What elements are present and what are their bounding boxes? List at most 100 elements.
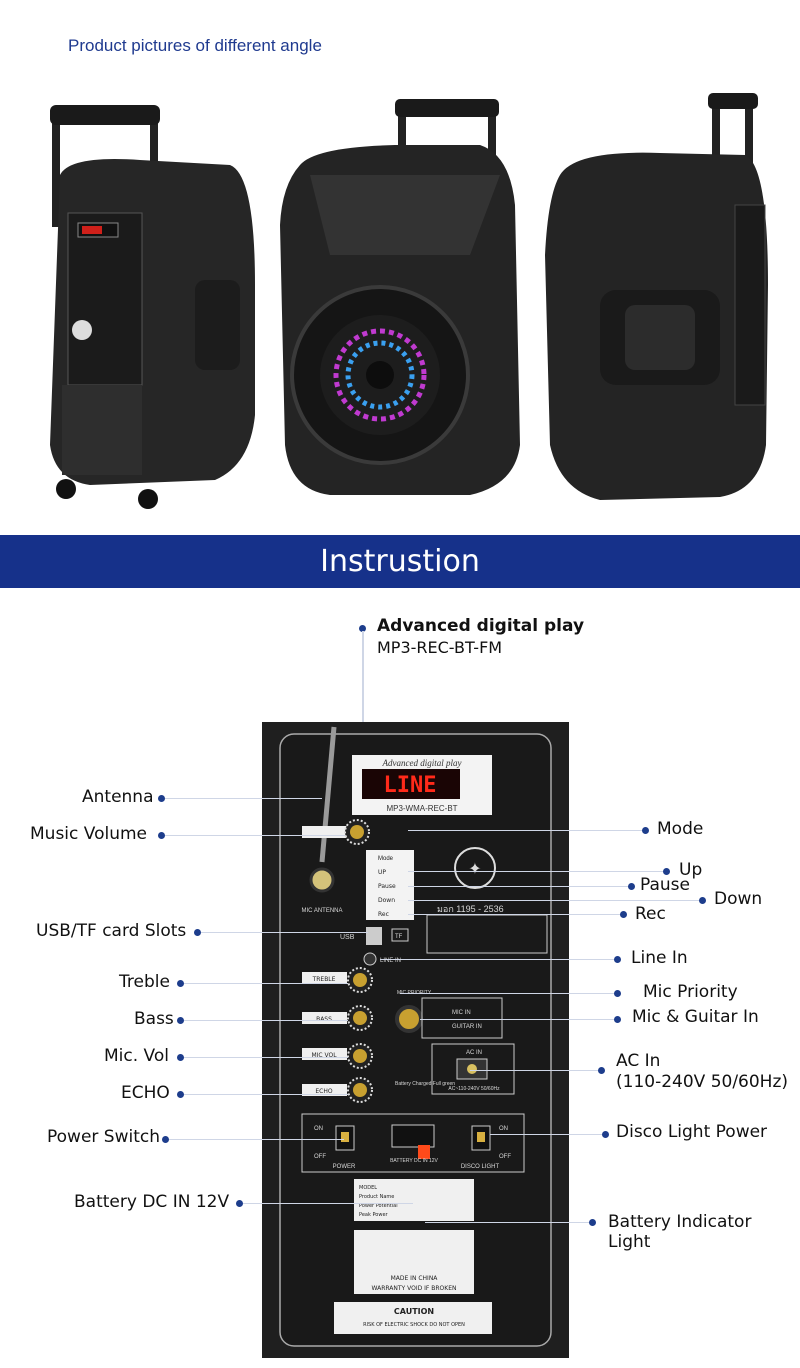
svg-text:GUITAR IN: GUITAR IN (452, 1024, 482, 1030)
mic-guitar-jack (395, 1005, 423, 1033)
mic-guitar-dot (614, 1016, 621, 1023)
usb-tf-dot (194, 929, 201, 936)
banner (0, 535, 800, 588)
svg-text:ON: ON (314, 1126, 323, 1132)
rec-label: Rec (635, 904, 666, 924)
svg-text:Product Name: Product Name (359, 1194, 394, 1200)
down-dot (699, 897, 706, 904)
echo-dot (177, 1091, 184, 1098)
svg-text:CAUTION: CAUTION (394, 1307, 434, 1316)
disco-light-dot (602, 1131, 609, 1138)
mp3-rec-bt-fm-label: MP3-REC-BT-FM (377, 638, 503, 657)
down-label: Down (714, 889, 763, 909)
mic-priority-label: Mic Priority (643, 982, 738, 1002)
mic-vol-label: Mic. Vol (104, 1046, 169, 1066)
svg-text:OFF: OFF (314, 1154, 326, 1160)
header-leader-line (362, 631, 364, 771)
mode-label: Mode (657, 819, 704, 839)
battery-dc-jack (391, 1124, 435, 1148)
speaker-side-view (545, 93, 768, 500)
header-dot (359, 625, 366, 632)
pause-label: Pause (640, 875, 690, 895)
svg-text:MODEL: MODEL (359, 1185, 377, 1191)
antenna-dot (158, 795, 165, 802)
banner-title: Instrustion (320, 544, 480, 579)
svg-text:MADE IN CHINA: MADE IN CHINA (391, 1275, 439, 1282)
music-volume-dot (158, 832, 165, 839)
svg-text:DISCO LIGHT: DISCO LIGHT (461, 1164, 500, 1170)
battery-indicator-light (418, 1145, 430, 1159)
line-in-dot (614, 956, 621, 963)
svg-text:UP: UP (378, 869, 386, 876)
antenna-rod (319, 726, 337, 863)
ac-in-dot (598, 1067, 605, 1074)
button-block (366, 850, 414, 920)
battery-indicator-label-2: Light (608, 1232, 651, 1252)
led-display-text: LINE (384, 773, 437, 798)
power-switch-label: Power Switch (47, 1127, 161, 1147)
svg-text:Pause: Pause (378, 883, 396, 890)
svg-text:Rec: Rec (378, 911, 389, 918)
speaker-front-view (280, 99, 520, 495)
control-panel: Advanced digital play LINE MP3-WMA-REC-B… (262, 722, 569, 1358)
speaker-back-view (50, 105, 255, 509)
disco-light-label: Disco Light Power (616, 1122, 768, 1142)
power-switch-dot (162, 1136, 169, 1143)
svg-text:USB: USB (340, 934, 355, 941)
cert-logo (454, 847, 496, 889)
svg-text:POWER: POWER (333, 1164, 356, 1170)
led-display (362, 769, 460, 799)
svg-text:BATTERY DC IN 12V: BATTERY DC IN 12V (390, 1158, 438, 1164)
usb-tf-label: USB/TF card Slots (36, 921, 187, 941)
bass-dot (177, 1017, 184, 1024)
svg-text:Peak Power: Peak Power (359, 1212, 389, 1218)
mic-vol-dot (177, 1054, 184, 1061)
advanced-digital-play-label: Advanced digital play (377, 616, 585, 636)
svg-text:AC IN: AC IN (466, 1050, 482, 1056)
pause-dot (628, 883, 635, 890)
rec-dot (620, 911, 627, 918)
battery-dc-dot (236, 1200, 243, 1207)
svg-text:AC~110-240V 50/60Hz: AC~110-240V 50/60Hz (448, 1086, 500, 1092)
svg-text:Mode: Mode (378, 856, 394, 862)
mic-guitar-label: Mic & Guitar In (632, 1007, 759, 1027)
page-title: Product pictures of different angle (68, 36, 322, 55)
line-in-label: Line In (631, 948, 688, 968)
svg-text:TF: TF (395, 934, 403, 940)
treble-dot (177, 980, 184, 987)
mode-dot (642, 827, 649, 834)
music-volume-label: Music Volume (30, 824, 147, 844)
svg-text:Power Potential: Power Potential (359, 1203, 398, 1209)
cert-number: มอก 1195 - 2536 (437, 904, 504, 914)
ac-in-range-label: (110-240V 50/60Hz) (616, 1072, 789, 1092)
svg-text:LINE IN: LINE IN (380, 958, 401, 964)
svg-text:Battery Charged Full green: Battery Charged Full green (395, 1081, 455, 1087)
svg-text:ON: ON (499, 1126, 508, 1132)
battery-indicator-dot (589, 1219, 596, 1226)
antenna-label: Antenna (82, 787, 154, 807)
treble-label: Treble (119, 972, 170, 992)
usb-slot (366, 927, 382, 945)
battery-dc-label: Battery DC IN 12V (74, 1192, 230, 1212)
svg-text:WARRANTY VOID IF BROKEN: WARRANTY VOID IF BROKEN (371, 1285, 456, 1292)
battery-indicator-label: Battery Indicator (608, 1212, 752, 1232)
mic-antenna-text: MIC ANTENNA (301, 908, 342, 914)
display-caption: Advanced digital play (382, 758, 462, 768)
display-sub: MP3-WMA-REC-BT (386, 804, 457, 813)
product-photos (50, 93, 768, 509)
svg-text:OFF: OFF (499, 1154, 511, 1160)
svg-text:RISK OF ELECTRIC SHOCK DO NOT: RISK OF ELECTRIC SHOCK DO NOT OPEN (363, 1322, 465, 1328)
bass-label: Bass (134, 1009, 174, 1029)
svg-text:✦: ✦ (468, 859, 481, 878)
svg-text:BASS: BASS (316, 1016, 332, 1023)
ac-in-label: AC In (616, 1051, 661, 1071)
svg-text:MIC VOL: MIC VOL (311, 1052, 337, 1059)
mic-priority-dot (614, 990, 621, 997)
antenna-jack (309, 867, 335, 893)
svg-text:Down: Down (378, 897, 395, 904)
svg-text:ECHO: ECHO (315, 1088, 332, 1095)
echo-label: ECHO (121, 1083, 170, 1103)
svg-text:TREBLE: TREBLE (312, 976, 336, 983)
up-dot (663, 868, 670, 875)
up-label: Up (679, 860, 703, 880)
